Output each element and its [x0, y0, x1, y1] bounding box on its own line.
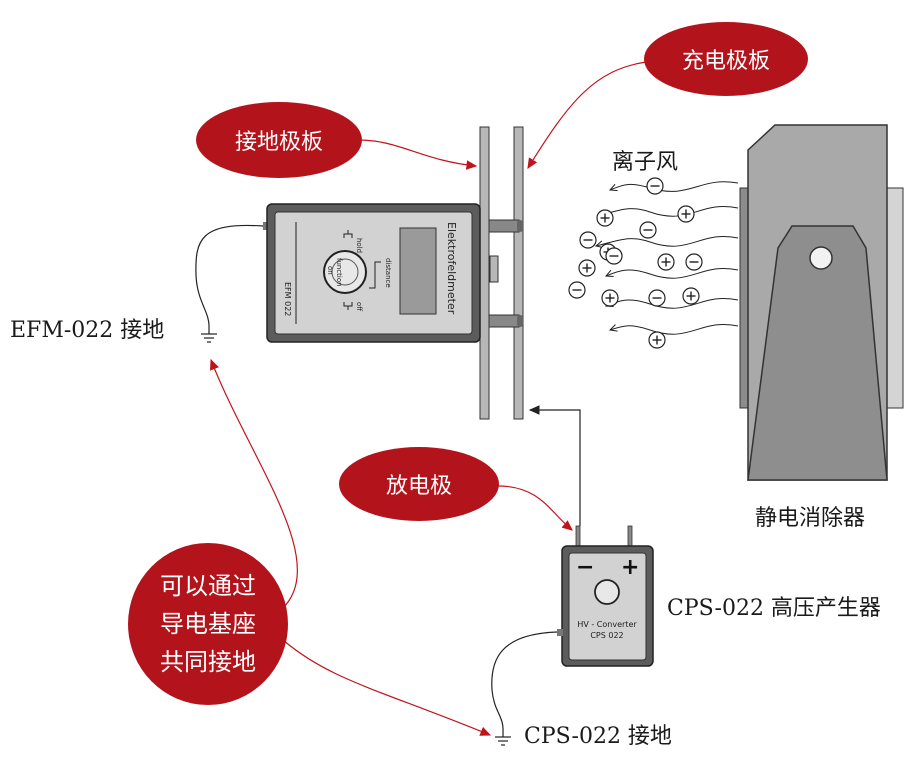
- efm-ground-label: EFM-022 接地: [10, 318, 165, 343]
- positive-ion: [578, 259, 596, 277]
- callout-charge-plate-text: 充电极板: [681, 49, 770, 74]
- efm-hold-text: hold: [355, 238, 363, 253]
- ion-wind-label: 离子风: [612, 150, 679, 175]
- positive-ion: [596, 209, 614, 227]
- positive-ion: [677, 205, 695, 223]
- negative-ion: [605, 247, 623, 265]
- eliminator-label: 静电消除器: [755, 506, 866, 531]
- efm-model-text: EFM 022: [283, 282, 292, 316]
- negative-ion: [646, 177, 664, 195]
- callout-discharge-electrode: 放电极: [339, 447, 499, 521]
- static-eliminator: [739, 124, 904, 481]
- negative-ion: [685, 253, 703, 271]
- cps-line1-text: HV - Converter: [577, 620, 637, 629]
- callout-ground-plate-text: 接地极板: [234, 130, 323, 155]
- callout-common-ground-line1: 可以通过: [160, 572, 256, 600]
- ions: [568, 177, 703, 349]
- negative-ion: [639, 221, 657, 239]
- callout-charge-plate: 充电极板: [644, 22, 808, 96]
- cps-name-label: CPS-022 高压产生器: [667, 596, 881, 621]
- positive-ion: [648, 331, 666, 349]
- cps-plus-text: +: [621, 555, 639, 580]
- efm-022-device: Elektrofeldmeter EFM 022 hold function o…: [263, 203, 481, 343]
- efm-off-text: off: [355, 302, 363, 311]
- positive-ion: [682, 287, 700, 305]
- efm-on-text: on: [326, 266, 334, 275]
- callout-discharge-electrode-text: 放电极: [385, 474, 452, 499]
- efm-ground-symbol: [201, 328, 217, 343]
- efm-brand-text: Elektrofeldmeter: [445, 222, 458, 315]
- callout-ground-plate: 接地极板: [196, 102, 362, 178]
- ground-plate: [479, 126, 490, 420]
- callout-common-ground: 可以通过 导电基座 共同接地: [128, 543, 288, 705]
- positive-ion: [601, 289, 619, 307]
- efm-distance-text: distance: [384, 258, 392, 288]
- cps-ground-symbol: [495, 732, 511, 746]
- cps-line2-text: CPS 022: [590, 631, 623, 640]
- callout-common-ground-line2: 导电基座: [160, 610, 256, 638]
- cps-minus-text: −: [576, 555, 594, 580]
- negative-ion: [648, 289, 666, 307]
- charge-plate: [513, 126, 524, 420]
- efm-function-text: function: [335, 258, 343, 287]
- negative-ion: [579, 231, 597, 249]
- negative-ion: [568, 281, 586, 299]
- cps-022-device: − + HV - Converter CPS 022: [557, 525, 654, 667]
- callout-common-ground-line3: 共同接地: [160, 648, 256, 676]
- cps-ground-label: CPS-022 接地: [524, 724, 672, 749]
- positive-ion: [657, 253, 675, 271]
